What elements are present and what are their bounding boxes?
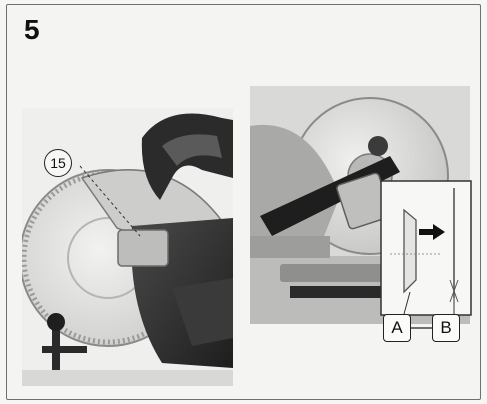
label-b: B: [432, 314, 460, 342]
arrow-right-icon: [419, 224, 445, 240]
ab-connector: [410, 327, 434, 329]
detail-inset: [380, 180, 472, 316]
part-15-callout: 15: [44, 149, 72, 177]
label-a: A: [383, 314, 411, 342]
step-number: 5: [24, 14, 40, 45]
